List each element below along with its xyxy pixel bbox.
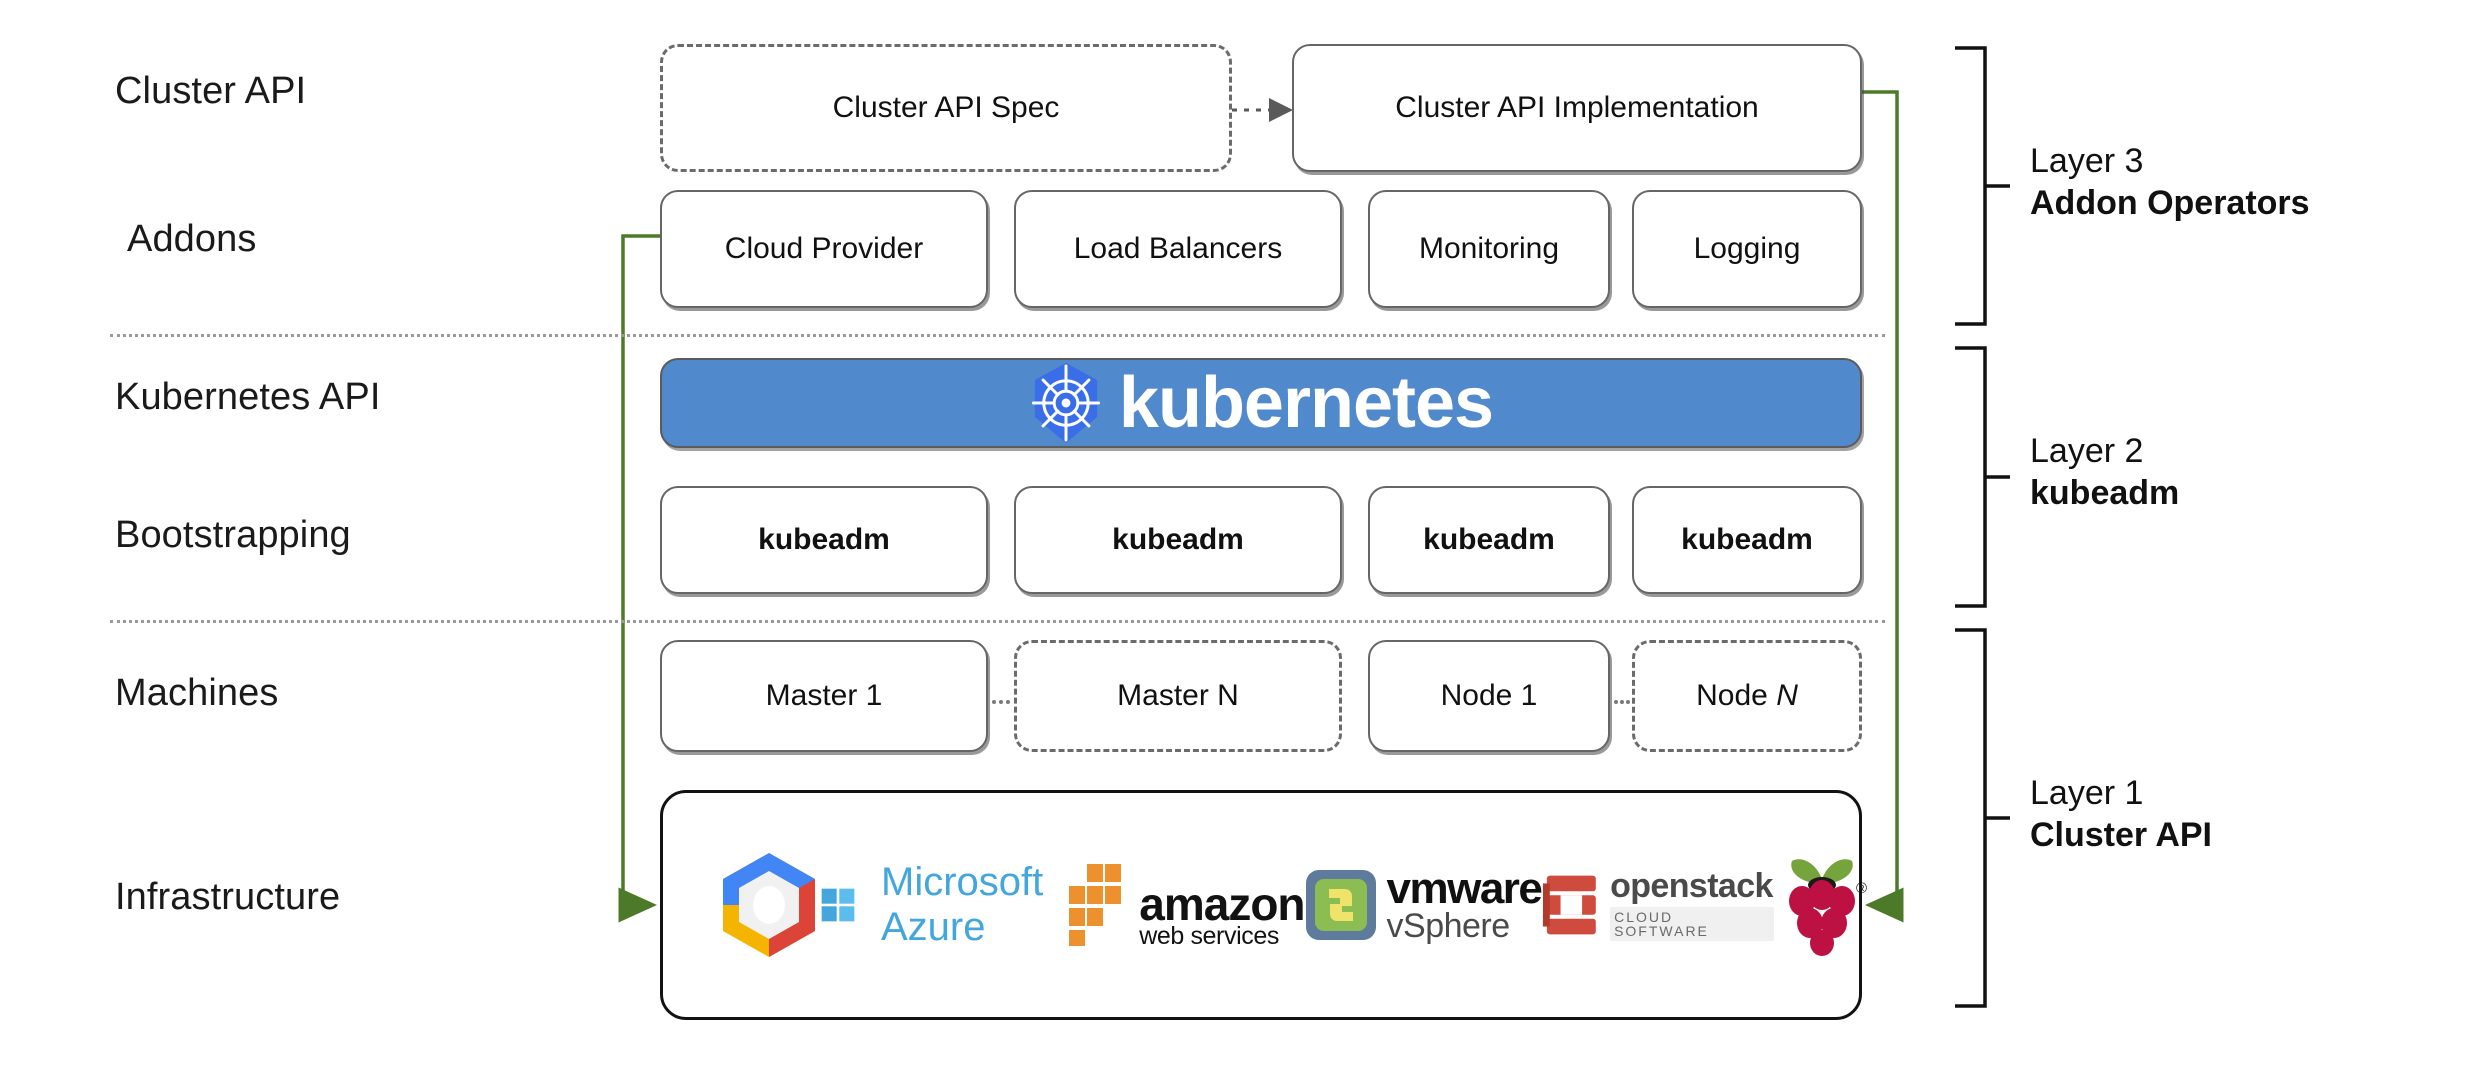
layer-3-caption: Layer 3 Addon Operators xyxy=(2030,140,2310,224)
infrastructure-providers-panel[interactable]: Microsoft Azure amazon web services xyxy=(660,790,1867,1020)
box-label: Node 1 xyxy=(1440,679,1538,712)
box-kubeadm-3[interactable]: kubeadm xyxy=(1368,486,1610,594)
layer-2-caption: Layer 2 kubeadm xyxy=(2030,430,2179,514)
vmware-wordmark: vmware xyxy=(1386,863,1543,913)
layer-3-name: Addon Operators xyxy=(2030,184,2310,223)
box-addon-cloud-provider[interactable]: Cloud Provider xyxy=(660,190,988,308)
aws-wordmark-top: amazon xyxy=(1139,877,1305,930)
amazon-web-services-logo: amazon web services xyxy=(1061,862,1306,950)
machines-ellipsis-masters xyxy=(992,700,1010,704)
layer-3-bracket xyxy=(1955,46,2010,326)
box-master-1[interactable]: Master 1 xyxy=(660,640,988,752)
row-label-addons: Addons xyxy=(127,218,257,260)
box-master-n[interactable]: Master N xyxy=(1014,640,1342,752)
box-label: Master N xyxy=(1117,679,1239,712)
row-label-bootstrapping: Bootstrapping xyxy=(115,514,351,556)
box-label: Cloud Provider xyxy=(724,232,924,265)
box-cluster-api-implementation[interactable]: Cluster API Implementation xyxy=(1292,44,1862,172)
openstack-tagline: CLOUD SOFTWARE xyxy=(1610,907,1775,941)
layer-1-bracket xyxy=(1955,628,2010,1008)
box-label: Logging xyxy=(1693,232,1801,265)
box-cluster-api-spec[interactable]: Cluster API Spec xyxy=(660,44,1232,172)
microsoft-azure-logo: Microsoft Azure xyxy=(821,860,1061,950)
box-label: Load Balancers xyxy=(1073,232,1283,265)
box-label: Node N xyxy=(1696,679,1798,712)
box-node-n[interactable]: Node N xyxy=(1632,640,1862,752)
kubernetes-wordmark: kubernetes xyxy=(1118,363,1494,443)
separator-layer3-layer2 xyxy=(110,334,1885,337)
openstack-logo: openstack CLOUD SOFTWARE xyxy=(1541,867,1775,941)
layer-1-number: Layer 1 xyxy=(2030,774,2144,812)
box-label: Cluster API Implementation xyxy=(1395,91,1759,124)
layer-2-name: kubeadm xyxy=(2030,474,2180,513)
box-node-1[interactable]: Node 1 xyxy=(1368,640,1610,752)
microsoft-azure-label: Microsoft Azure xyxy=(881,860,1044,949)
vmware-vsphere-logo: vmware vSphere xyxy=(1305,863,1543,945)
google-cloud-platform-logo xyxy=(717,849,821,961)
kubernetes-api-banner[interactable]: kubernetes xyxy=(660,358,1862,448)
row-label-infrastructure: Infrastructure xyxy=(115,876,341,918)
row-label-cluster-api: Cluster API xyxy=(115,70,307,112)
box-label: Master 1 xyxy=(765,679,883,712)
box-kubeadm-2[interactable]: kubeadm xyxy=(1014,486,1342,594)
svg-text:®: ® xyxy=(1856,880,1867,897)
box-label: Cluster API Spec xyxy=(832,91,1060,124)
layer-3-number: Layer 3 xyxy=(2030,142,2144,180)
implementation-to-infrastructure-connector xyxy=(1862,90,1904,923)
row-label-kubernetes-api: Kubernetes API xyxy=(115,376,381,418)
box-label: kubeadm xyxy=(758,523,890,556)
layer-2-bracket xyxy=(1955,346,2010,608)
layer-2-number: Layer 2 xyxy=(2030,432,2144,470)
box-addon-load-balancers[interactable]: Load Balancers xyxy=(1014,190,1342,308)
openstack-wordmark: openstack xyxy=(1610,867,1773,905)
box-label: kubeadm xyxy=(1112,523,1244,556)
box-label: kubeadm xyxy=(1681,523,1813,556)
vsphere-wordmark: vSphere xyxy=(1386,906,1511,945)
box-addon-logging[interactable]: Logging xyxy=(1632,190,1862,308)
box-label: Monitoring xyxy=(1418,232,1560,265)
aws-wordmark-bottom: web services xyxy=(1139,922,1279,950)
kubernetes-helm-wheel-icon xyxy=(1029,361,1103,445)
raspberry-pi-logo: ® xyxy=(1774,849,1870,961)
box-label: kubeadm xyxy=(1423,523,1555,556)
row-label-machines: Machines xyxy=(115,672,279,714)
layer-1-name: Cluster API xyxy=(2030,816,2213,855)
box-kubeadm-1[interactable]: kubeadm xyxy=(660,486,988,594)
box-addon-monitoring[interactable]: Monitoring xyxy=(1368,190,1610,308)
box-kubeadm-4[interactable]: kubeadm xyxy=(1632,486,1862,594)
separator-layer2-layer1 xyxy=(110,620,1885,623)
machines-ellipsis-nodes xyxy=(1614,700,1630,704)
layer-1-caption: Layer 1 Cluster API xyxy=(2030,772,2212,856)
